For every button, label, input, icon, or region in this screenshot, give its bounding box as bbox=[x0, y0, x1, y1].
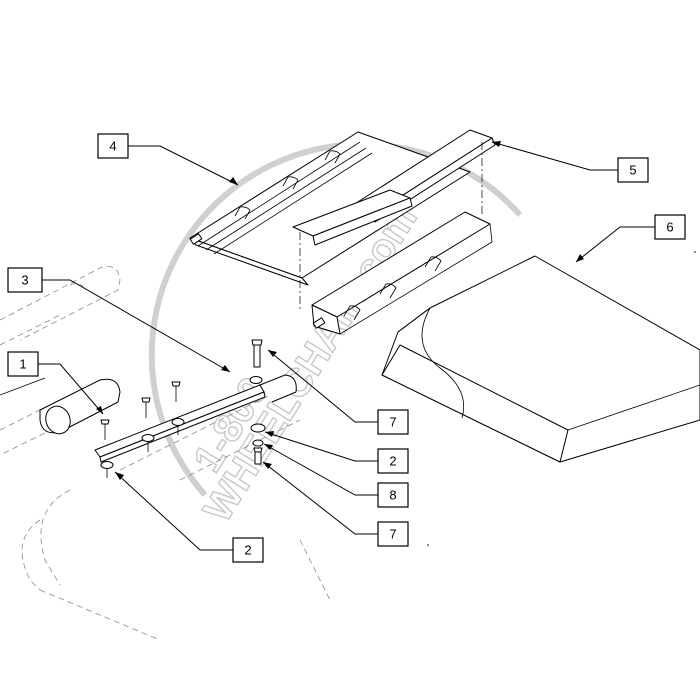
washers bbox=[100, 376, 266, 478]
leader-lines bbox=[38, 141, 655, 551]
callout-label-2-right: 2 bbox=[389, 454, 396, 469]
callout-5: 5 bbox=[617, 157, 649, 183]
callout-label-7-lower: 7 bbox=[389, 527, 396, 542]
callout-label-4: 4 bbox=[109, 139, 116, 154]
callout-label-3: 3 bbox=[21, 273, 28, 288]
callout-label-1: 1 bbox=[19, 357, 26, 372]
callout-1: 1 bbox=[7, 351, 39, 377]
seat-pan bbox=[189, 131, 471, 286]
callout-3: 3 bbox=[7, 267, 43, 293]
callout-7-lower: 7 bbox=[377, 521, 409, 547]
stray-marks bbox=[427, 251, 696, 546]
callout-2-bottom: 2 bbox=[232, 537, 264, 563]
callout-label-6: 6 bbox=[666, 220, 673, 235]
alignment-lines bbox=[299, 142, 483, 312]
callout-label-8: 8 bbox=[389, 488, 396, 503]
callout-8: 8 bbox=[377, 482, 409, 508]
callout-6: 6 bbox=[654, 214, 686, 240]
hook-loop-strips bbox=[292, 129, 496, 335]
frame-tubes bbox=[0, 374, 297, 435]
callout-7-upper: 7 bbox=[377, 409, 409, 435]
bar-screws bbox=[100, 339, 263, 440]
callout-2-right: 2 bbox=[377, 448, 409, 474]
callout-label-2-bottom: 2 bbox=[244, 543, 251, 558]
callout-label-7-upper: 7 bbox=[389, 415, 396, 430]
callout-4: 4 bbox=[97, 133, 129, 159]
seat-cushion bbox=[381, 255, 700, 463]
callout-label-5: 5 bbox=[629, 163, 636, 178]
